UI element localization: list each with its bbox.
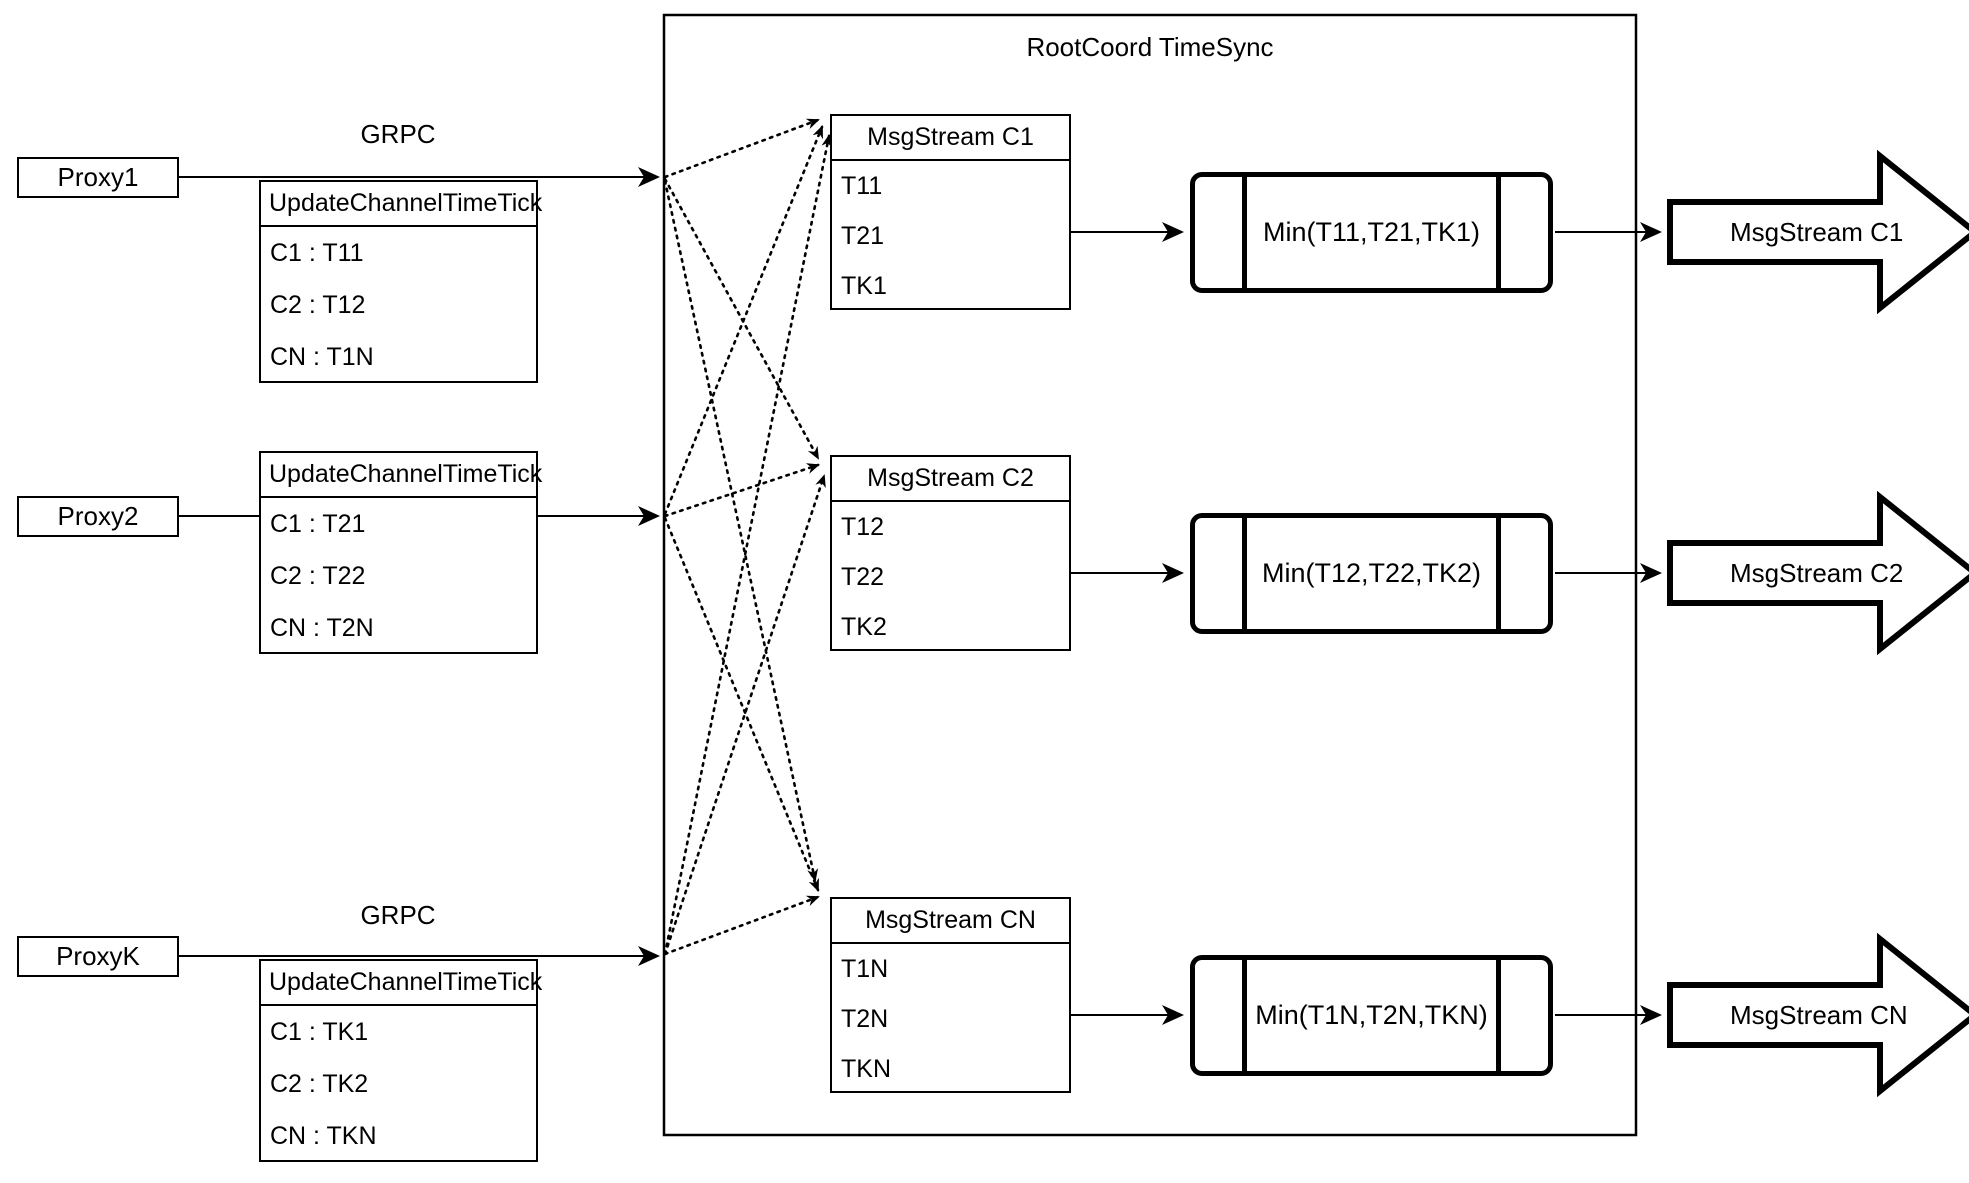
rpc-payload-box-3[interactable]: UpdateChannelTimeTick C1 : TK1 C2 : TK2 … — [259, 959, 542, 1162]
output-arrow-label-cn: MsgStream CN — [1730, 999, 1908, 1030]
proxy-box-3[interactable]: ProxyK — [17, 936, 179, 977]
msgstream-tick: T21 — [841, 221, 885, 250]
proxy-label-3: ProxyK — [56, 941, 140, 971]
proxy-label-1: Proxy1 — [57, 162, 139, 192]
msgstream-tick: TKN — [841, 1054, 891, 1083]
dotted-p1-c2 — [663, 177, 820, 460]
rpc-payload-row: C2 : T22 — [270, 561, 366, 590]
rootcoord-container-title: RootCoord TimeSync — [1026, 32, 1274, 62]
dotted-pk-c1 — [663, 134, 833, 956]
rpc-payload-row: C2 : TK2 — [270, 1069, 369, 1098]
output-arrow-label-c1: MsgStream C1 — [1730, 216, 1904, 247]
min-process-box-cn[interactable]: Min(T1N,T2N,TKN) — [1190, 955, 1553, 1076]
min-divider-right-c1 — [1496, 172, 1501, 293]
min-label-c1: Min(T11,T21,TK1) — [1262, 217, 1481, 247]
msgstream-box-c1[interactable]: MsgStream C1 T11 T21 TK1 — [830, 114, 1071, 310]
rpc-payload-title-1: UpdateChannelTimeTick — [261, 182, 542, 227]
dotted-p2-c1 — [663, 125, 824, 516]
grpc-label-row1: GRPC — [360, 119, 436, 149]
min-label-cn: Min(T1N,T2N,TKN) — [1255, 1000, 1488, 1030]
min-process-shape-c1 — [1190, 172, 1553, 293]
dotted-p1-c1 — [663, 118, 820, 179]
rpc-payload-row: C1 : T21 — [270, 509, 366, 538]
proxy-label-2: Proxy2 — [57, 501, 139, 531]
rpc-payload-body-2: C1 : T21 C2 : T22 CN : T2N — [261, 498, 536, 654]
msgstream-tick: T2N — [841, 1004, 889, 1033]
msgstream-tick: T11 — [841, 171, 883, 200]
msgstream-box-cn[interactable]: MsgStream CN T1N T2N TKN — [830, 897, 1071, 1093]
min-process-box-c1[interactable]: Min(T11,T21,TK1) — [1190, 172, 1553, 293]
min-process-box-c2[interactable]: Min(T12,T22,TK2) — [1190, 513, 1553, 634]
min-divider-right-c2 — [1496, 513, 1501, 634]
dotted-pk-cn — [663, 895, 820, 956]
rpc-payload-body-3: C1 : TK1 C2 : TK2 CN : TKN — [261, 1006, 536, 1162]
msgstream-box-c2[interactable]: MsgStream C2 T12 T22 TK2 — [830, 455, 1071, 651]
msgstream-title-c2: MsgStream C2 — [832, 457, 1069, 502]
grpc-label-row3: GRPC — [360, 900, 436, 930]
output-arrow-label-c2: MsgStream C2 — [1730, 557, 1904, 588]
msgstream-tick: TK2 — [841, 612, 887, 641]
msgstream-tick: TK1 — [841, 271, 887, 300]
min-process-shape-c2 — [1190, 513, 1553, 634]
proxy-box-2[interactable]: Proxy2 — [17, 496, 179, 537]
msgstream-tick: T1N — [841, 954, 889, 983]
dotted-p1-cn — [663, 179, 819, 882]
rpc-payload-row: CN : T2N — [270, 613, 374, 642]
msgstream-title-c1: MsgStream C1 — [832, 116, 1069, 161]
rpc-payload-title-3: UpdateChannelTimeTick — [261, 961, 542, 1006]
min-process-shape-cn — [1190, 955, 1553, 1076]
msgstream-body-c1: T11 T21 TK1 — [832, 161, 1069, 311]
rpc-payload-row: C1 : T11 — [270, 238, 364, 267]
dotted-p2-cn — [663, 516, 820, 892]
proxy-box-1[interactable]: Proxy1 — [17, 157, 179, 198]
rpc-payload-row: CN : T1N — [270, 342, 374, 371]
rpc-payload-row: CN : TKN — [270, 1121, 377, 1150]
msgstream-tick: T12 — [841, 512, 885, 541]
dotted-pk-c2 — [663, 474, 826, 956]
output-arrow-c2[interactable]: MsgStream C2 — [1670, 543, 1910, 603]
min-label-c2: Min(T12,T22,TK2) — [1261, 558, 1482, 588]
msgstream-body-cn: T1N T2N TKN — [832, 944, 1069, 1094]
rpc-payload-title-2: UpdateChannelTimeTick — [261, 453, 542, 498]
rpc-payload-box-1[interactable]: UpdateChannelTimeTick C1 : T11 C2 : T12 … — [259, 180, 542, 383]
min-divider-left-c2 — [1242, 513, 1247, 634]
output-arrow-cn[interactable]: MsgStream CN — [1670, 985, 1910, 1045]
output-arrow-c1[interactable]: MsgStream C1 — [1670, 202, 1910, 262]
min-divider-left-c1 — [1242, 172, 1247, 293]
rpc-payload-row: C1 : TK1 — [270, 1017, 369, 1046]
rpc-payload-box-2[interactable]: UpdateChannelTimeTick C1 : T21 C2 : T22 … — [259, 451, 542, 654]
msgstream-title-cn: MsgStream CN — [832, 899, 1069, 944]
msgstream-body-c2: T12 T22 TK2 — [832, 502, 1069, 652]
rpc-payload-body-1: C1 : T11 C2 : T12 CN : T1N — [261, 227, 536, 383]
rpc-payload-row: C2 : T12 — [270, 290, 366, 319]
min-divider-left-cn — [1242, 955, 1247, 1076]
dotted-p2-c2 — [663, 463, 820, 518]
min-divider-right-cn — [1496, 955, 1501, 1076]
msgstream-tick: T22 — [841, 562, 885, 591]
